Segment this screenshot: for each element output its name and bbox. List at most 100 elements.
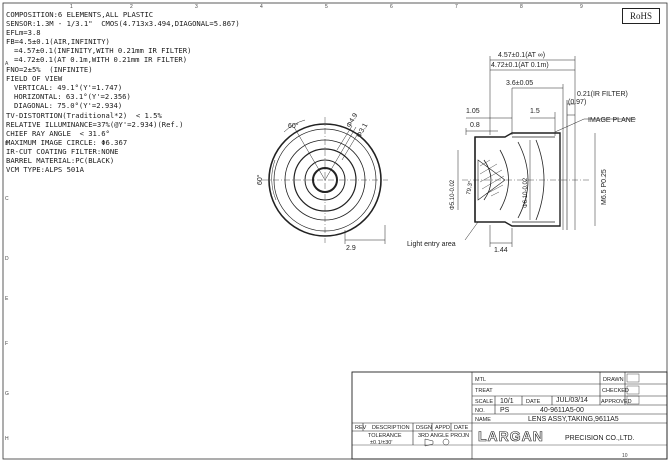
spec-image-circle: MAXIMUM IMAGE CIRCLE: Φ6.367 bbox=[6, 138, 128, 147]
phi31-label: Φ3.1 bbox=[356, 122, 370, 139]
part-name: LENS ASSY,TAKING,9611A5 bbox=[528, 416, 619, 423]
row-label: F bbox=[5, 341, 8, 347]
title-block bbox=[351, 371, 668, 460]
no-label: NO. bbox=[475, 408, 485, 414]
image-plane-label: IMAGE PLANE bbox=[588, 117, 636, 124]
angle-line bbox=[324, 126, 357, 181]
row-label: H bbox=[5, 436, 9, 442]
description-label: DESCRIPTION bbox=[372, 425, 410, 431]
dim-457-label: 4.57±0.1(AT ∞) bbox=[498, 52, 545, 59]
side-view bbox=[457, 56, 636, 247]
leader-image-plane bbox=[554, 118, 585, 133]
drawing-number: 40-9611A5-00 bbox=[540, 407, 584, 414]
projection-symbol-icon bbox=[442, 438, 450, 446]
ps-value: PS bbox=[500, 407, 510, 414]
checked-label: CHECKED bbox=[602, 388, 629, 394]
checked-stamp-icon bbox=[626, 385, 640, 395]
appd-label: APPD bbox=[435, 425, 450, 431]
angle-line bbox=[293, 126, 326, 181]
thread-label: M6.5 P0.25 bbox=[601, 169, 608, 205]
col-label: 2 bbox=[130, 4, 133, 10]
dim-144-label: 1.44 bbox=[494, 247, 508, 254]
row-label: C bbox=[5, 196, 9, 202]
light-entry-label: Light entry area bbox=[407, 241, 456, 248]
leader-phi31 bbox=[341, 134, 358, 161]
spec-chief-ray-angle: CHIEF RAY ANGLE < 31.6° bbox=[6, 129, 110, 138]
date-label: DATE bbox=[526, 399, 541, 405]
dim-021-label: 0.21(IR FILTER) bbox=[577, 91, 628, 98]
col-label: 8 bbox=[520, 4, 523, 10]
date-value: JUL/03/14 bbox=[556, 397, 588, 404]
spec-vcm: VCM TYPE:ALPS 501A bbox=[6, 165, 84, 174]
projection-cone-icon bbox=[424, 438, 434, 447]
angle-60-top-label: 60° bbox=[288, 122, 299, 130]
dim-36-label: 3.6±0.05 bbox=[506, 80, 533, 87]
spec-composition: COMPOSITION:6 ELEMENTS,ALL PLASTIC bbox=[6, 10, 154, 19]
dim-097-label: (0.97) bbox=[568, 99, 586, 106]
leader-light-entry bbox=[464, 221, 479, 241]
angle-arc-60-top bbox=[283, 119, 306, 133]
angle-arc-60-left bbox=[271, 159, 277, 201]
spec-fno: FNO=2±5% (INFINITE) bbox=[6, 65, 93, 74]
front-view bbox=[262, 117, 388, 244]
dim-15-label: 1.5 bbox=[530, 108, 540, 115]
spec-ir-cut: IR-CUT COATING FILTER:NONE bbox=[6, 147, 119, 156]
tolerance-label: TOLERANCE bbox=[368, 433, 402, 439]
row-label: A bbox=[5, 61, 9, 67]
row-label: G bbox=[5, 391, 9, 397]
rohs-badge: RoHS bbox=[622, 8, 660, 24]
drawn-label: DRAWN bbox=[603, 377, 624, 383]
spec-fb-ir: =4.57±0.1(INFINITY,WITH 0.21mm IR FILTER… bbox=[14, 46, 192, 55]
angle-793-label: 79.3° bbox=[466, 180, 474, 195]
spec-fov-vertical: VERTICAL: 49.1°(Y'=1.747) bbox=[14, 83, 123, 92]
spec-fov: FIELD OF VIEW bbox=[6, 74, 63, 83]
col-label: 4 bbox=[260, 4, 263, 10]
name-label: NAME bbox=[475, 417, 491, 423]
company-logo: LARGAN bbox=[478, 428, 544, 444]
row-label: B bbox=[5, 141, 9, 147]
phi510-label: Φ5.10-0.02 bbox=[450, 179, 456, 210]
rev-label: REV bbox=[355, 425, 367, 431]
barrel-outline bbox=[474, 132, 561, 227]
spec-sensor: SENSOR:1.3M - 1/3.1" CMOS(4.713x3.494,DI… bbox=[6, 19, 240, 28]
approved-stamp-icon bbox=[626, 395, 640, 405]
angle-60-side-label: 60° bbox=[256, 174, 264, 185]
spec-fb-near: =4.72±0.1(AT 0.1m,WITH 0.21mm IR FILTER) bbox=[14, 55, 188, 64]
scale-label: SCALE bbox=[475, 399, 493, 405]
spec-tv-distortion: TV-DISTORTION(Traditional*2) < 1.5% bbox=[6, 111, 162, 120]
lens-curve-1 bbox=[483, 159, 492, 201]
date2-label: DATE bbox=[454, 425, 469, 431]
col-label: 7 bbox=[455, 4, 458, 10]
spec-fov-horizontal: HORIZONTAL: 63.1°(Y'=2.356) bbox=[14, 92, 131, 101]
col-label: 3 bbox=[195, 4, 198, 10]
approved-label: APPROVED bbox=[601, 399, 632, 405]
col-label: 6 bbox=[390, 4, 393, 10]
col-label: 1 bbox=[70, 4, 73, 10]
col-label: 10 bbox=[622, 453, 628, 459]
spec-barrel-material: BARREL MATERIAL:PC(BLACK) bbox=[6, 156, 115, 165]
spec-fb: FB=4.5±0.1(AIR,INFINITY) bbox=[6, 37, 110, 46]
spec-fov-diagonal: DIAGONAL: 75.0°(Y'=2.934) bbox=[14, 101, 123, 110]
barrel-inner-lines bbox=[512, 136, 555, 223]
spec-relative-illuminance: RELATIVE ILLUMINANCE=37%(@Y'=2.934)(Ref.… bbox=[6, 120, 184, 129]
tolerance-value: ±0.1/±30' bbox=[370, 440, 392, 446]
phi610-label: Φ6.10-0.02 bbox=[523, 177, 529, 208]
dim-29-label: 2.9 bbox=[346, 245, 356, 252]
dim-08-label: 0.8 bbox=[470, 122, 480, 129]
treat-label: TREAT bbox=[475, 388, 493, 394]
col-label: 5 bbox=[325, 4, 328, 10]
mtl-label: MTL bbox=[475, 377, 486, 383]
scale-value: 10/1 bbox=[500, 398, 514, 405]
drawn-stamp-icon bbox=[626, 373, 640, 383]
dim-472-label: 4.72±0.1(AT 0.1m) bbox=[491, 62, 549, 69]
row-label: E bbox=[5, 296, 9, 302]
row-label: D bbox=[5, 256, 9, 262]
spec-efl: EFLm=3.8 bbox=[6, 28, 41, 37]
phi49-label: Φ4.9 bbox=[346, 112, 360, 129]
company-subtitle: PRECISION CO.,LTD. bbox=[565, 435, 635, 442]
third-angle-label: 3RD ANGLE PROJN bbox=[418, 433, 469, 439]
hatch-lines bbox=[479, 159, 505, 197]
dim-105-label: 1.05 bbox=[466, 108, 480, 115]
